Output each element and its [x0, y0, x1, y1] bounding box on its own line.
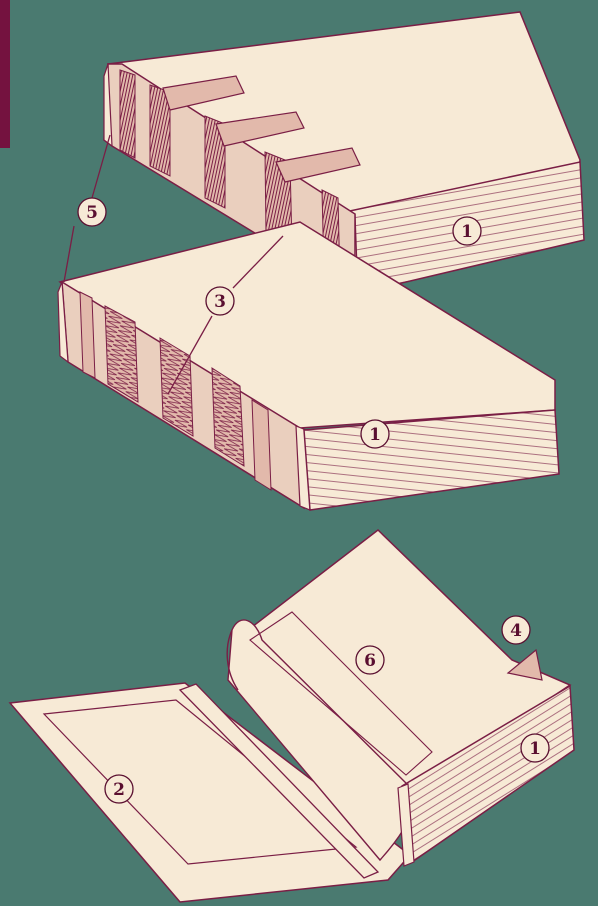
- callout-1b-label: 1: [369, 425, 381, 445]
- callout-6-label: 6: [364, 651, 376, 671]
- callout-5-label: 5: [86, 203, 98, 223]
- book-middle-band-2: [252, 400, 271, 490]
- book-open: [10, 530, 574, 902]
- callout-3-label: 3: [214, 292, 226, 312]
- callout-1a-label: 1: [461, 222, 473, 242]
- book-middle-band-1: [80, 292, 95, 378]
- callout-1c-label: 1: [529, 739, 541, 759]
- book-top-band-1: [120, 70, 135, 158]
- callout-2: 2: [105, 775, 133, 803]
- callout-5: 5: [78, 198, 106, 226]
- callout-3: 3: [206, 287, 234, 315]
- callout-4: 4: [502, 616, 530, 644]
- callout-2-label: 2: [113, 780, 125, 800]
- callout-4-label: 4: [510, 621, 522, 641]
- callout-1c: 1: [521, 734, 549, 762]
- callout-1b: 1: [361, 420, 389, 448]
- book-middle: [58, 222, 559, 510]
- callout-1a: 1: [453, 217, 481, 245]
- callout-6: 6: [356, 646, 384, 674]
